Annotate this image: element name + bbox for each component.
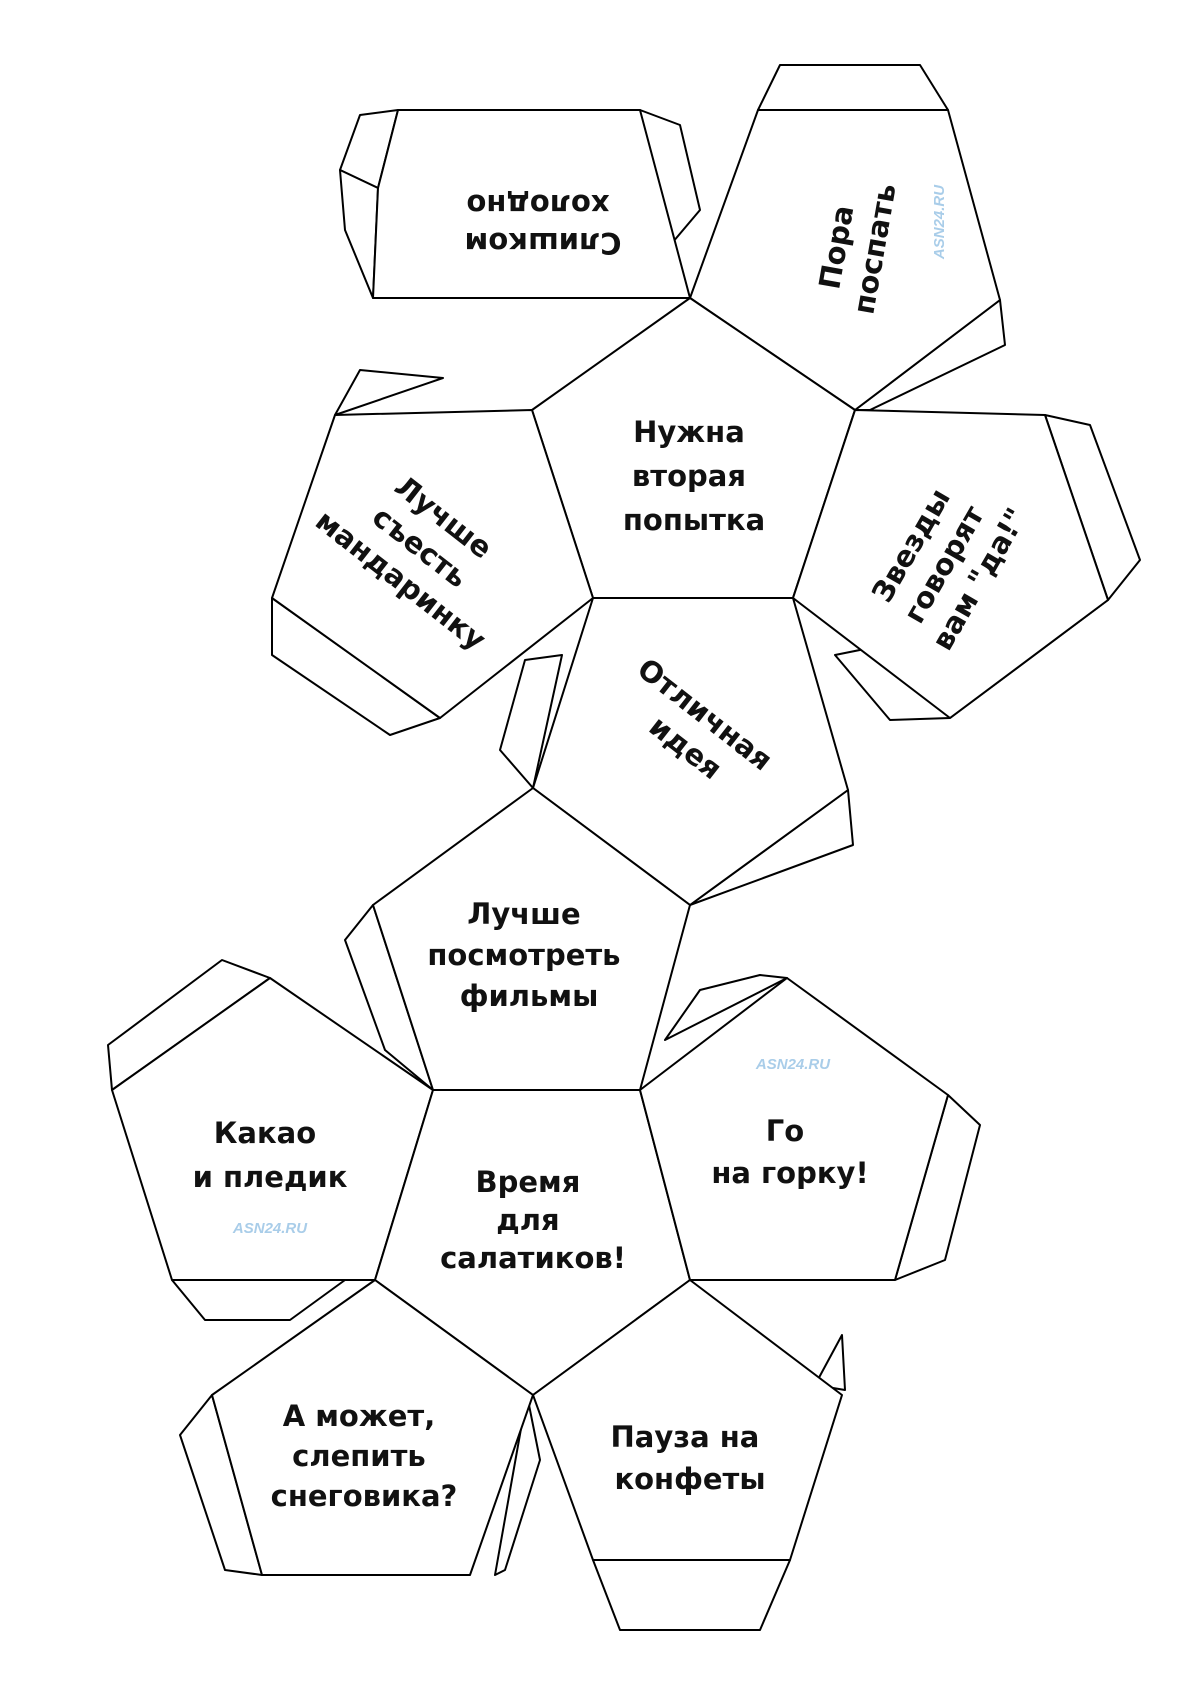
phrase-center: Нужна вторая попытка [623,415,765,537]
face-right [792,409,1109,719]
phrase-salads: Время для салатиков! [440,1165,626,1275]
face-snowman [211,1279,534,1576]
face-top-left [372,109,691,299]
phrase-films: Лучше посмотреть фильмы [427,897,630,1013]
phrase-top-left: Слишком холодно [454,188,621,260]
phrase-snowman: А может, слепить снеговика? [271,1399,458,1513]
phrase-candy: Пауза на конфеты [611,1420,770,1496]
watermark: ASN24.RU [931,184,948,260]
glue-tab [339,169,379,299]
face-lower [532,597,849,906]
phrase-hill: Го на горку! [711,1114,868,1190]
face-top-right [689,109,1001,411]
glue-tab [171,1279,346,1321]
glue-tab [499,654,563,789]
glue-tab [757,64,949,111]
face-hill [639,977,949,1281]
glue-tab [664,974,788,1041]
glue-tab [592,1559,791,1631]
glue-tab [334,369,444,416]
watermark: ASN24.RU [232,1220,308,1237]
watermark: ASN24.RU [755,1056,831,1073]
glue-tab [494,1394,541,1576]
watermarks: ASN24.RU ASN24.RU ASN24.RU [232,184,948,1237]
face-candy [532,1279,843,1561]
face-cocoa [111,977,434,1281]
faces [111,109,1109,1576]
phrase-cocoa: Какао и пледик [193,1116,348,1194]
face-left [271,409,594,719]
